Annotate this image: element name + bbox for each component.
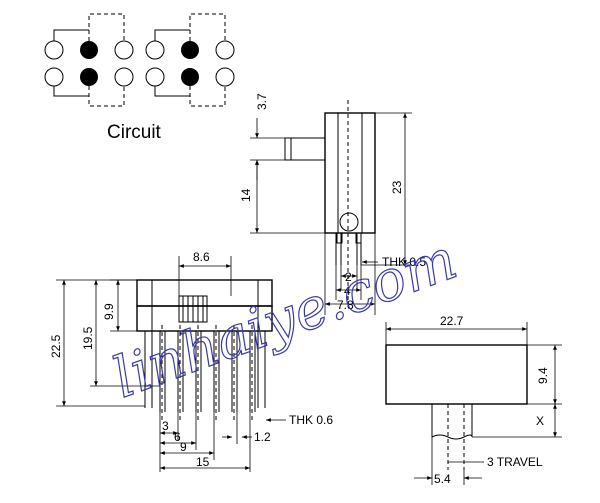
watermark-text: linhaiye.com [105,227,466,411]
dim-15-label: 15 [196,455,210,469]
dim-9-4-label: 9.4 [536,367,550,384]
dim-8-6-label: 8.6 [193,250,210,264]
circuit-label: Circuit [107,122,162,143]
travel-label: 3 TRAVEL [487,455,543,469]
dim-14-label: 14 [239,188,253,202]
dim-2-label: 2 [345,270,352,284]
dim-6-label: 6 [174,430,181,444]
side-view: 3.7 14 23 THK 0.5 2 4 7.8 [239,93,426,315]
circuit-group-right [145,13,235,107]
circuit-group-left [44,13,134,107]
front-terminals [144,325,266,420]
dim-22-5-label: 22.5 [49,334,63,358]
front-thk-label: THK 0.6 [289,413,333,427]
front-view: 8.6 9.9 19.5 22.5 3 6 9 15 1.2 [49,250,333,472]
dim-9-9-label: 9.9 [102,303,116,320]
dim-1-2-label: 1.2 [254,430,271,444]
top-view: 22.7 9.4 X 5.4 3 TRAVEL [385,314,562,486]
dim-3-label: 3 [162,419,169,433]
dim-5-4-label: 5.4 [434,472,451,486]
dim-22-7-label: 22.7 [440,314,464,328]
dim-7-8-label: 7.8 [337,298,354,312]
dim-3-7-label: 3.7 [255,93,269,110]
dim-9-label: 9 [180,440,187,454]
side-thk-label: THK 0.5 [382,255,426,269]
dim-4-label: 4 [344,284,351,298]
dim-x-label: X [536,414,544,428]
circuit-diagram: Circuit [44,13,235,143]
dim-23-label: 23 [390,180,404,194]
dim-19-5-label: 19.5 [81,326,95,350]
